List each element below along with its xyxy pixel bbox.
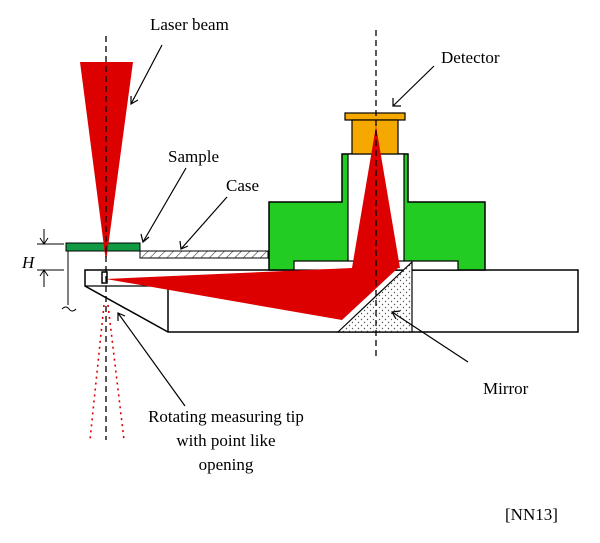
mirror-leader (391, 311, 469, 363)
tip-leader-arrow (117, 312, 126, 321)
tip-label-line3: opening (199, 455, 254, 474)
sample-leader (142, 167, 187, 243)
diffraction-line-left (89, 304, 105, 441)
mirror-leader-arrow (391, 310, 401, 320)
sample-label: Sample (168, 147, 219, 166)
tip-holder-bracket (67, 250, 85, 305)
detector-leader-arrow (392, 98, 401, 107)
laser-beam-label: Laser beam (150, 15, 229, 34)
measuring-tip (101, 271, 108, 284)
height-label: H (21, 253, 36, 272)
h-arrowhead-top (39, 237, 49, 245)
sample-leader-arrow (140, 233, 150, 244)
laser-vertical-beam (352, 126, 400, 268)
detector-cap (344, 112, 406, 121)
case-plate (139, 250, 269, 259)
case-leader (180, 196, 228, 250)
mirror-label: Mirror (483, 379, 529, 398)
case-label: Case (226, 176, 259, 195)
break-symbol (61, 306, 77, 312)
case-leader-arrow (179, 240, 189, 250)
reference-label: [NN13] (505, 505, 558, 524)
tip-label-line2: with point like (176, 431, 275, 450)
diffraction-line-right (107, 304, 125, 441)
laser-reflected-beam (106, 268, 398, 320)
detector-leader (392, 65, 435, 107)
tip-label-line1: Rotating measuring tip (148, 407, 304, 426)
laser-beam-leader (130, 44, 163, 105)
tip-leader (117, 312, 186, 407)
laser-beam-leader-arrow (130, 96, 139, 106)
detector-label: Detector (441, 48, 500, 67)
sample-plate (65, 242, 141, 252)
h-arrowhead-bottom (39, 269, 49, 277)
